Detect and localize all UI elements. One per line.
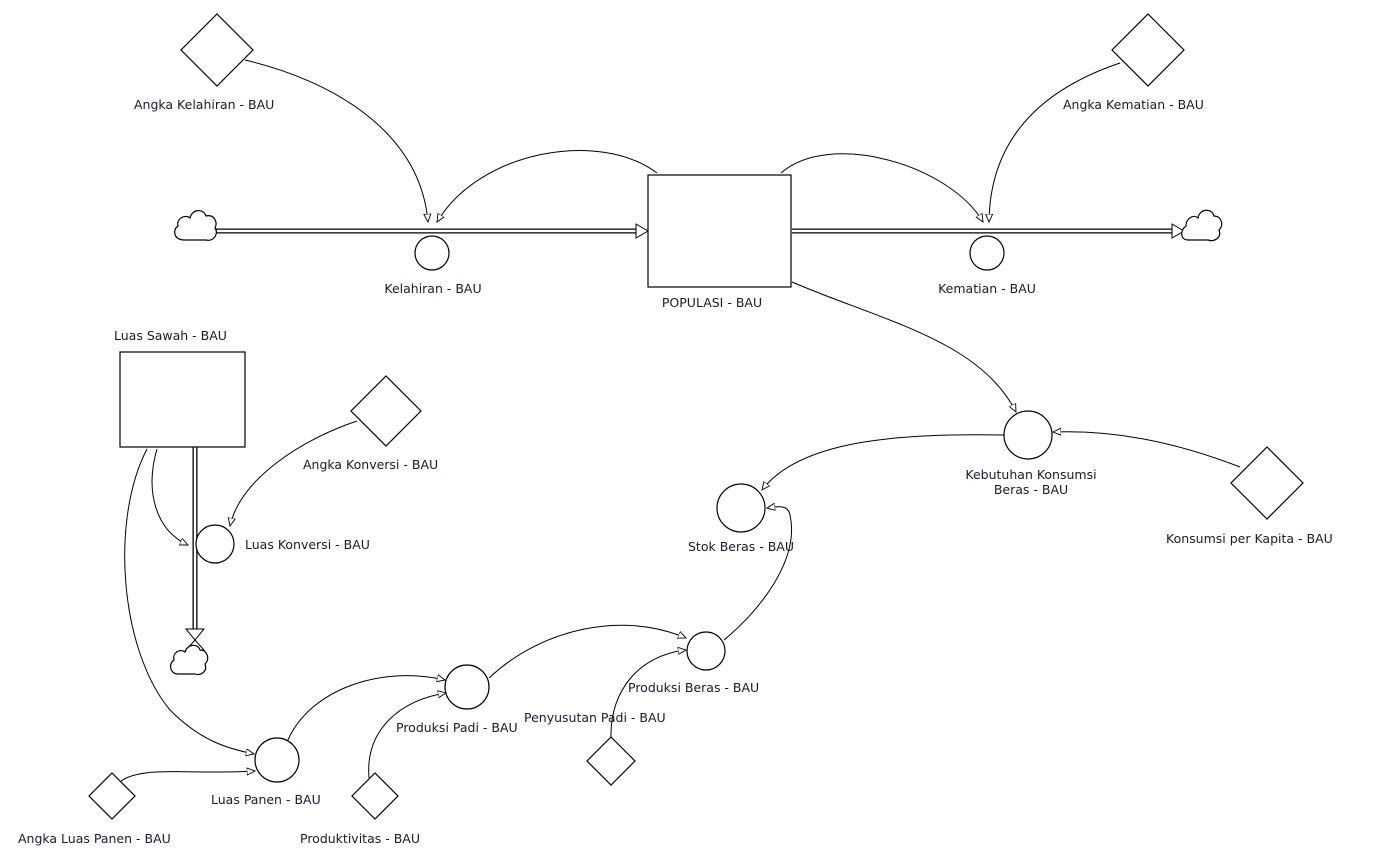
connector-populasi-to-kematian	[780, 153, 983, 222]
constant-angka-kematian[interactable]	[1111, 13, 1185, 87]
connector-luas-sawah-to-luas-panen	[124, 448, 254, 754]
connector-angka-luas-panen-to-luas-panen	[119, 771, 255, 783]
cloud-sink-luas-konversi-icon	[169, 644, 209, 676]
constant-penyusutan-padi[interactable]	[586, 736, 636, 786]
connector-angka-konversi-to-luas-konversi	[230, 420, 358, 526]
label-produksi-beras: Produksi Beras - BAU	[628, 680, 760, 695]
converter-luas-panen[interactable]	[254, 737, 300, 783]
converter-produksi-beras[interactable]	[686, 631, 726, 671]
connector-angka-kematian-to-kematian	[989, 62, 1121, 222]
converter-produksi-padi[interactable]	[444, 664, 490, 710]
label-angka-luas-panen: Angka Luas Panen - BAU	[18, 831, 171, 846]
stock-luas-sawah[interactable]	[119, 351, 246, 448]
connector-produktivitas-to-produksi-padi	[368, 693, 446, 779]
label-populasi: POPULASI - BAU	[661, 295, 763, 310]
constant-konsumsi-per-kapita[interactable]	[1230, 446, 1304, 520]
label-luas-sawah: Luas Sawah - BAU	[114, 328, 227, 343]
flow-pipe-kematian	[792, 223, 1185, 239]
label-kebutuhan-konsumsi-beras-line2: Beras - BAU	[993, 482, 1069, 497]
label-kelahiran: Kelahiran - BAU	[384, 281, 482, 296]
label-angka-kelahiran: Angka Kelahiran - BAU	[134, 97, 275, 112]
connector-luas-sawah-to-luas-konversi	[151, 448, 188, 545]
connector-penyusutan-padi-to-produksi-beras	[610, 650, 686, 738]
converter-stok-beras[interactable]	[716, 483, 766, 533]
constant-angka-konversi[interactable]	[350, 375, 422, 447]
connector-kebutuhan-to-stok-beras	[762, 434, 1005, 490]
connector-produksi-padi-to-produksi-beras	[488, 624, 686, 679]
label-produksi-padi: Produksi Padi - BAU	[396, 720, 518, 735]
constant-angka-luas-panen[interactable]	[88, 772, 136, 820]
label-konsumsi-per-kapita: Konsumsi per Kapita - BAU	[1166, 531, 1333, 546]
flow-valve-kematian[interactable]	[969, 235, 1005, 271]
constant-produktivitas[interactable]	[351, 772, 399, 820]
cloud-sink-kematian-icon	[1181, 209, 1223, 242]
connector-angka-kelahiran-to-kelahiran	[244, 59, 428, 222]
connector-populasi-to-kelahiran	[437, 150, 658, 222]
label-angka-konversi: Angka Konversi - BAU	[303, 457, 439, 472]
connector-konsumsi-per-kapita-to-kebutuhan	[1053, 432, 1241, 468]
label-luas-konversi: Luas Konversi - BAU	[245, 537, 370, 552]
converter-kebutuhan-konsumsi-beras[interactable]	[1003, 410, 1053, 460]
flow-valve-luas-konversi[interactable]	[195, 524, 235, 564]
flow-pipe-kelahiran	[216, 223, 649, 239]
cloud-source-kelahiran-icon	[174, 210, 218, 241]
label-penyusutan-padi: Penyusutan Padi - BAU	[524, 710, 666, 725]
label-stok-beras: Stok Beras - BAU	[687, 539, 795, 554]
constant-angka-kelahiran[interactable]	[180, 13, 254, 87]
label-luas-panen: Luas Panen - BAU	[211, 792, 321, 807]
label-produktivitas: Produktivitas - BAU	[300, 831, 420, 846]
label-angka-kematian: Angka Kematian - BAU	[1063, 97, 1204, 112]
connector-produksi-beras-to-stok-beras	[723, 507, 792, 641]
label-kebutuhan-konsumsi-beras-line1: Kebutuhan Konsumsi	[965, 467, 1097, 482]
connector-luas-panen-to-produksi-padi	[287, 676, 445, 741]
flow-valve-kelahiran[interactable]	[414, 235, 450, 271]
label-kematian: Kematian - BAU	[938, 281, 1036, 296]
stock-populasi[interactable]	[647, 174, 792, 288]
connector-populasi-to-kebutuhan	[791, 281, 1016, 412]
